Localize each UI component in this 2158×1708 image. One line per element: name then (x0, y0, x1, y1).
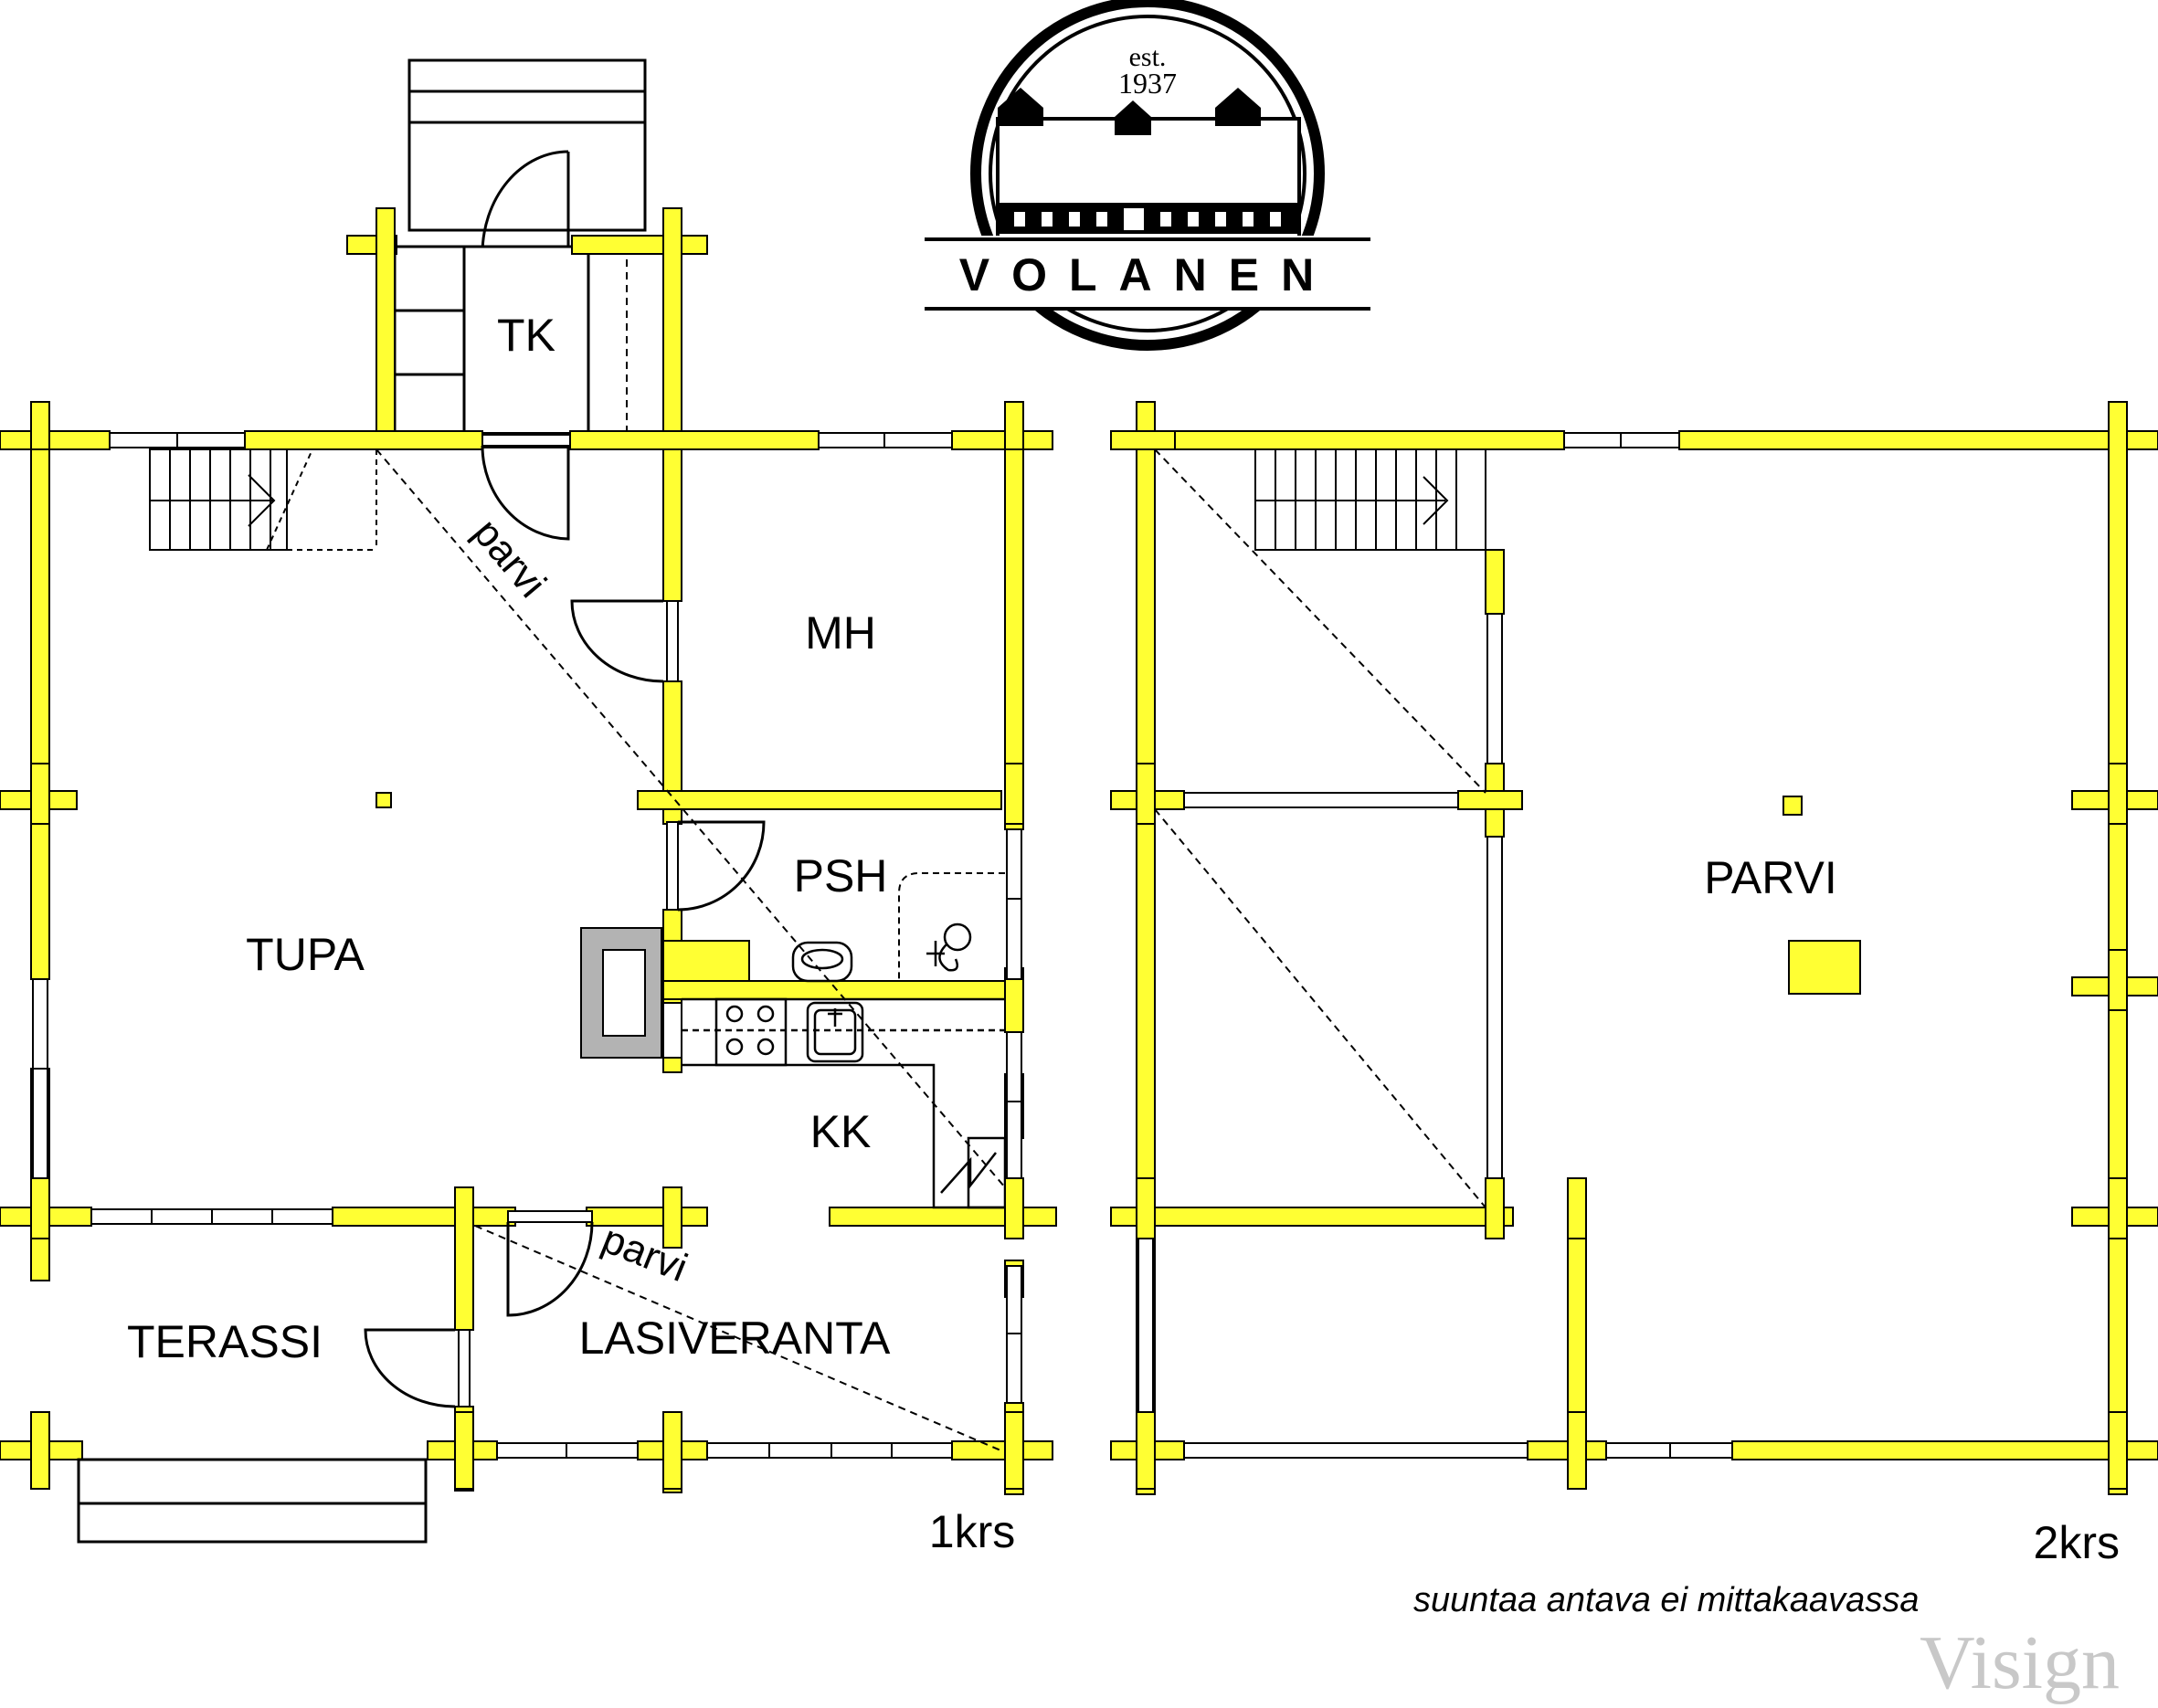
volanen-logo: est. 1937 (923, 0, 1370, 351)
room-label-tupa: TUPA (246, 929, 365, 980)
scale-note: suuntaa antava ei mittakaavassa (1413, 1581, 1919, 1619)
floor-1-label: 1krs (929, 1506, 1015, 1557)
parvi-note-1: parvi (464, 511, 555, 606)
logo-name: VOLANEN (959, 249, 1336, 300)
building-illustration (996, 88, 1301, 239)
stairs-floor1 (149, 448, 377, 551)
watermark: Visign (1920, 1620, 2120, 1705)
floor-1-plan (0, 58, 1057, 1544)
room-label-tk: TK (497, 310, 555, 361)
room-label-mh: MH (805, 607, 876, 659)
room-label-lasiveranta: LASIVERANTA (579, 1313, 891, 1364)
logo-year: 1937 (1118, 67, 1177, 100)
washbasin-icon (791, 941, 853, 983)
toilet-icon (926, 923, 972, 972)
room-label-terassi: TERASSI (127, 1316, 323, 1367)
fireplace (580, 927, 662, 1059)
logo-est: est. (1129, 42, 1167, 72)
floor-2-plan (1110, 401, 2158, 1495)
room-label-psh: PSH (794, 850, 888, 901)
room-label-parvi: PARVI (1704, 852, 1836, 903)
room-label-kk: KK (810, 1106, 872, 1157)
floor-2-label: 2krs (2034, 1517, 2120, 1568)
